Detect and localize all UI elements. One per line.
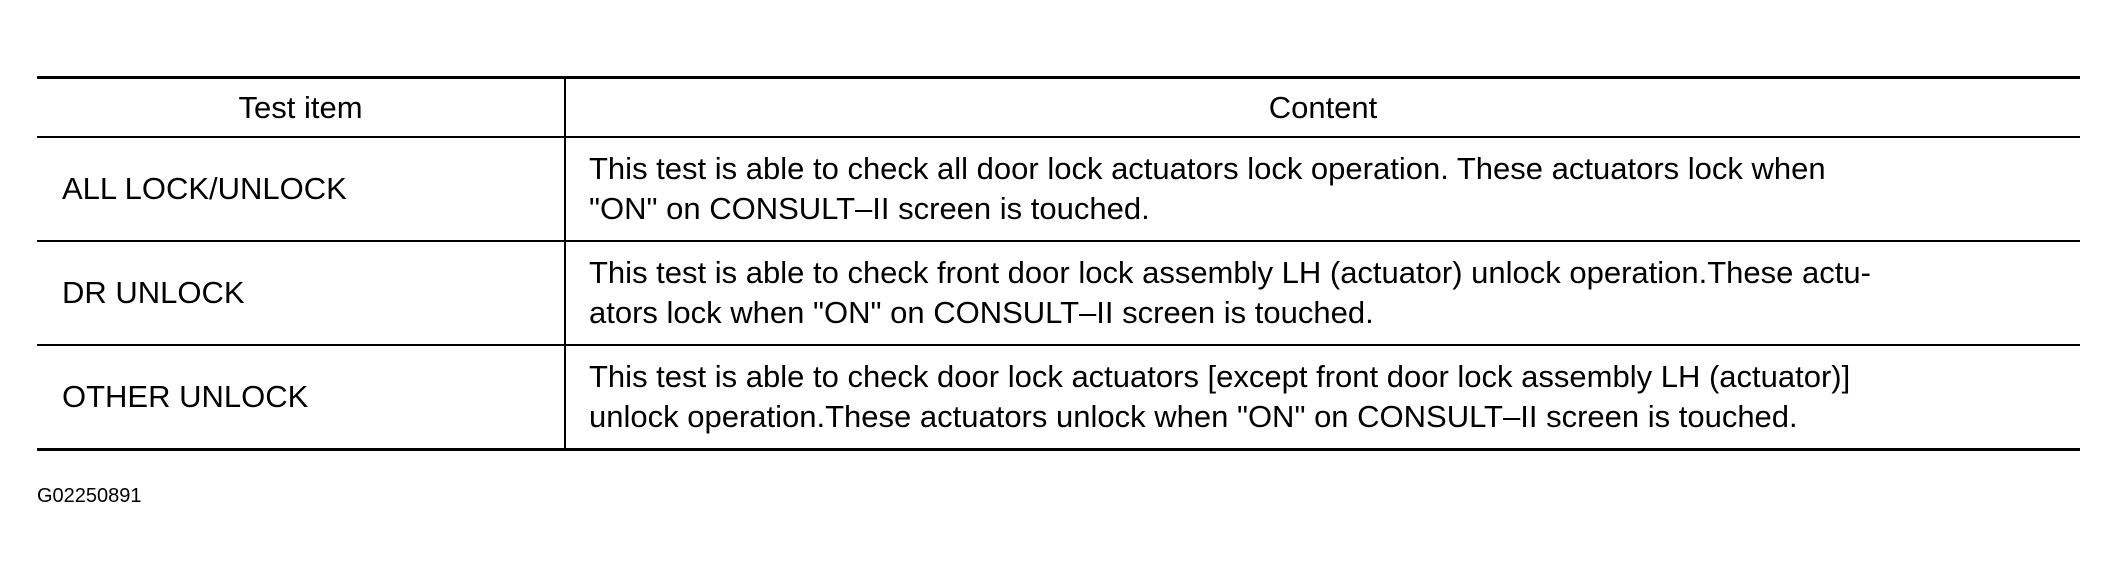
content-line: unlock operation.These actuators unlock … <box>589 398 1798 434</box>
table-row: DR UNLOCK This test is able to check fro… <box>37 241 2080 346</box>
content-line: This test is able to check front door lo… <box>589 255 1871 290</box>
figure-id: G02250891 <box>37 485 142 507</box>
table-row: ALL LOCK/UNLOCK This test is able to che… <box>37 137 2080 242</box>
test-item-cell: ALL LOCK/UNLOCK <box>37 137 566 242</box>
content-line: This test is able to check all door lock… <box>589 151 1826 186</box>
table-header-row: Test item Content <box>37 77 2080 138</box>
content-cell: This test is able to check front door lo… <box>565 241 2080 346</box>
column-header-content: Content <box>565 77 2080 138</box>
test-item-cell: DR UNLOCK <box>37 241 566 346</box>
content-cell: This test is able to check all door lock… <box>565 137 2080 242</box>
content-line: "ON" on CONSULT–II screen is touched. <box>589 191 1150 226</box>
content-line: This test is able to check door lock act… <box>589 358 1851 394</box>
column-header-test-item: Test item <box>37 77 566 138</box>
content-cell: This test is able to check door lock act… <box>565 345 2080 449</box>
test-item-cell: OTHER UNLOCK <box>37 345 566 449</box>
content-line: ators lock when "ON" on CONSULT–II scree… <box>589 295 1374 330</box>
test-item-table: Test item Content ALL LOCK/UNLOCK This t… <box>37 76 2080 451</box>
table-row: OTHER UNLOCK This test is able to check … <box>37 345 2080 449</box>
